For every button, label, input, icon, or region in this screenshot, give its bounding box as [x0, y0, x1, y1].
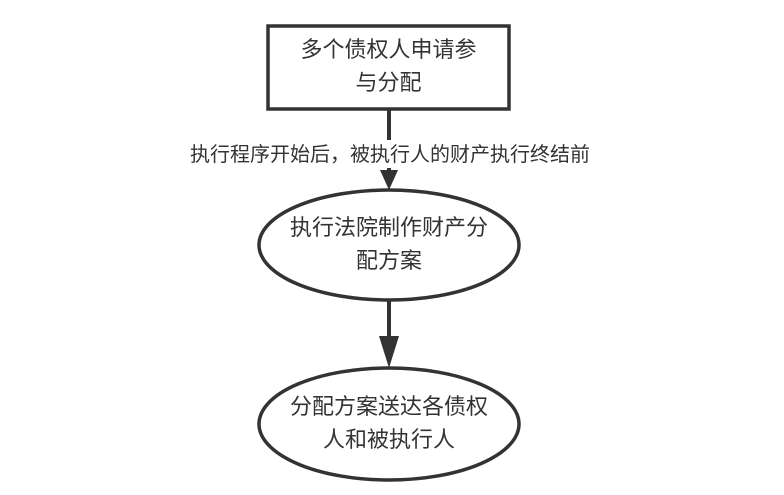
node-text-line: 执行法院制作财产分 — [289, 216, 488, 241]
node-deliver-plan-text: 分配方案送达各债权 人和被执行人 — [258, 391, 520, 457]
node-text-line: 分配方案送达各债权 — [289, 395, 488, 420]
node-deliver-plan-ellipse — [257, 366, 521, 482]
node-text-line: 人和被执行人 — [322, 428, 455, 453]
node-text-line: 与分配 — [355, 71, 422, 96]
node-text-line: 多个债权人申请参 — [300, 38, 477, 63]
edge-2-arrowhead — [379, 336, 399, 368]
node-text-line: 配方案 — [355, 249, 422, 274]
node-court-plan-text: 执行法院制作财产分 配方案 — [258, 212, 520, 278]
edge-1-label: 执行程序开始后，被执行人的财产执行终结前 — [140, 140, 640, 168]
node-apply-participation-box — [266, 24, 511, 111]
node-apply-participation-text: 多个债权人申请参 与分配 — [268, 34, 509, 100]
edge-1-arrowhead — [380, 170, 398, 190]
